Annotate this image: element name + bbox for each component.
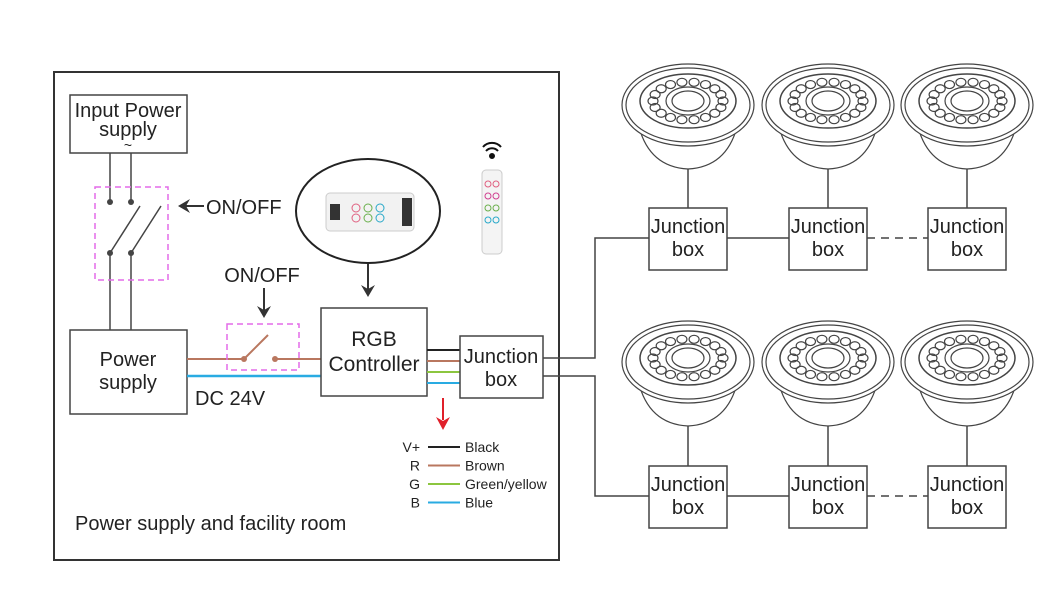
- junction-box-label-line2: box: [951, 239, 983, 261]
- underwater-light-icon: [761, 63, 895, 170]
- main-junction-box: [459, 335, 544, 399]
- main-switch-label: ON/OFF: [206, 197, 282, 219]
- junction-box: [927, 465, 1007, 529]
- junction-box-label-line1: Junction: [930, 216, 1005, 238]
- double-pole-switch-icon: [107, 199, 134, 256]
- feeder-lines: [543, 237, 650, 497]
- legend-code: B: [411, 495, 420, 511]
- legend-color-name: Brown: [465, 458, 505, 474]
- junction-box-label-line2: box: [672, 497, 704, 519]
- underwater-light-icon: [900, 320, 1034, 427]
- legend-item: G Green/yellow: [409, 476, 547, 492]
- rgb-output-wires: [427, 349, 460, 384]
- junction-box: [788, 465, 868, 529]
- junction-box-label-line2: box: [672, 239, 704, 261]
- rgb-controller-label-line2: Controller: [328, 353, 419, 376]
- main-switch-dashed-box: [94, 186, 169, 281]
- rgb-controller-box: [320, 307, 428, 397]
- rgb-controller-label-line1: RGB: [351, 328, 397, 351]
- ac-wires: [109, 153, 162, 330]
- ac-symbol: ~: [124, 137, 132, 153]
- switch-contact: [272, 356, 278, 362]
- power-supply-label-line2: supply: [99, 372, 157, 394]
- legend-item: B Blue: [411, 495, 494, 511]
- dc-switch-arrow-icon: [257, 288, 271, 318]
- input-power-label-line1: Input Power: [75, 100, 182, 122]
- junction-box-label-line1: Junction: [930, 474, 1005, 496]
- input-power-label-line2: supply: [99, 119, 157, 141]
- power-supply-box: [69, 329, 188, 415]
- main-junction-label-line1: Junction: [464, 346, 539, 368]
- led-controller-photo: [325, 192, 415, 232]
- underwater-light-icon: [900, 63, 1034, 170]
- junction-box-label-line1: Junction: [651, 474, 726, 496]
- input-power-supply-box: [69, 94, 188, 154]
- dc-voltage-label: DC 24V: [195, 388, 266, 410]
- legend-arrow-icon: [436, 398, 450, 430]
- legend-color-name: Green/yellow: [465, 476, 548, 492]
- underwater-light-icon: [621, 320, 755, 427]
- wireless-remote-icon: [481, 169, 503, 255]
- junction-box-label-line2: box: [951, 497, 983, 519]
- controller-photo-arrow-icon: [361, 264, 375, 297]
- dc-switch-dashed-box: [226, 323, 300, 371]
- underwater-light-icon: [761, 320, 895, 427]
- main-junction-label-line2: box: [485, 369, 517, 391]
- dc-switch-blade: [243, 334, 269, 360]
- legend-item: V+ Black: [402, 439, 500, 455]
- dc-switch-label: ON/OFF: [224, 265, 300, 287]
- junction-box-label-line1: Junction: [791, 474, 866, 496]
- legend-code: R: [410, 458, 420, 474]
- junction-box-label-line1: Junction: [651, 216, 726, 238]
- fixture-rows: JunctionboxJunctionboxJunctionboxJunctio…: [621, 63, 1034, 529]
- legend-code: G: [409, 476, 420, 492]
- junction-box: [788, 207, 868, 271]
- single-pole-switch-icon: [241, 356, 247, 362]
- wifi-signal-icon: [482, 141, 502, 159]
- legend-code: V+: [402, 439, 420, 455]
- main-switch-arrow-icon: [178, 199, 204, 213]
- junction-box-label-line2: box: [812, 239, 844, 261]
- underwater-light-icon: [621, 63, 755, 170]
- junction-box: [648, 207, 728, 271]
- facility-room-label: Power supply and facility room: [75, 513, 346, 535]
- legend-item: R Brown: [410, 458, 505, 474]
- junction-box: [648, 465, 728, 529]
- junction-box: [927, 207, 1007, 271]
- legend-color-name: Black: [465, 439, 500, 455]
- power-supply-label-line1: Power: [100, 349, 157, 371]
- junction-box-label-line2: box: [812, 497, 844, 519]
- facility-room-frame: [53, 71, 560, 561]
- junction-box-label-line1: Junction: [791, 216, 866, 238]
- legend-color-name: Blue: [465, 495, 493, 511]
